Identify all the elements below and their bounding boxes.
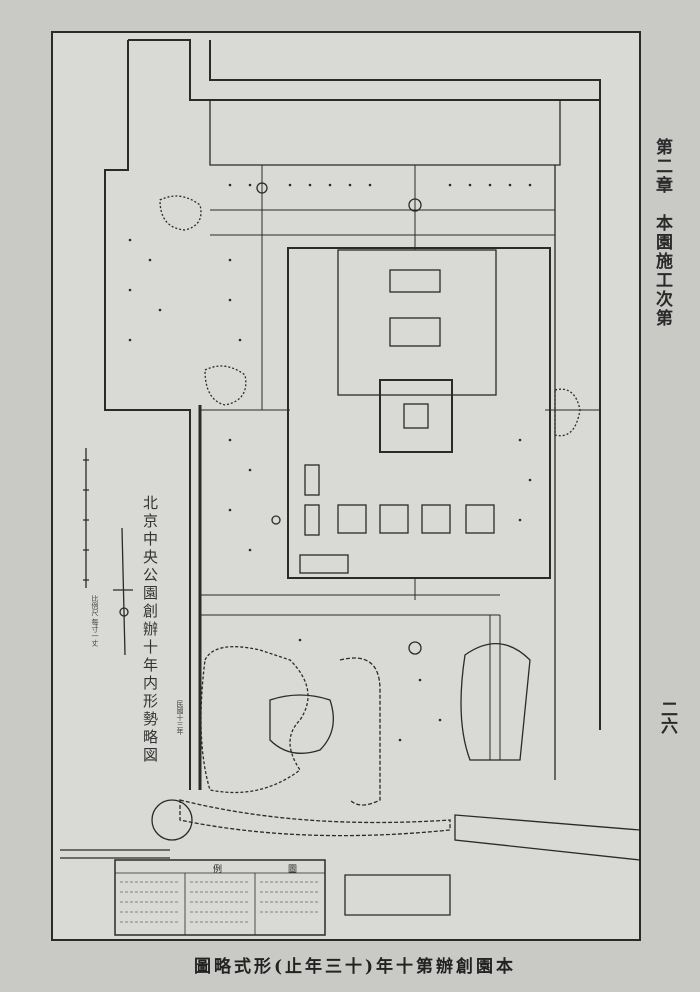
canal [179, 799, 451, 837]
legend-title-char: 圖 [287, 865, 297, 875]
north-wall [209, 99, 561, 166]
tree-markers [128, 183, 532, 742]
legend-title-char: 例 [212, 865, 222, 875]
map-frame [51, 31, 641, 941]
figure-caption: 圖略式形(止年三十)年十第辦創園本 [193, 957, 517, 977]
west-boundary [104, 40, 191, 790]
island [269, 694, 334, 754]
rockery-e [554, 388, 581, 437]
inner-altar [337, 249, 497, 396]
map-date-note: 民國十三年 [176, 700, 184, 735]
altar-terrace [379, 379, 453, 453]
paths [200, 165, 600, 760]
legend-title: 例 圖 [180, 862, 330, 875]
running-header: 第二章 本園施工次第 [652, 138, 672, 328]
page-number: 二六 [657, 700, 677, 734]
scale-bar [83, 448, 89, 588]
legend-box [114, 859, 326, 936]
north-arrow [113, 527, 133, 656]
pond [200, 646, 309, 794]
altar-enclosure [287, 247, 551, 579]
road-south [454, 814, 641, 861]
rockery-w [204, 365, 247, 406]
rockery-nw [159, 195, 202, 231]
map-title: 北京中央公園創辦十年内形勢略図 [141, 495, 159, 765]
scale-note: 比例尺 每寸一丈 [91, 595, 99, 647]
